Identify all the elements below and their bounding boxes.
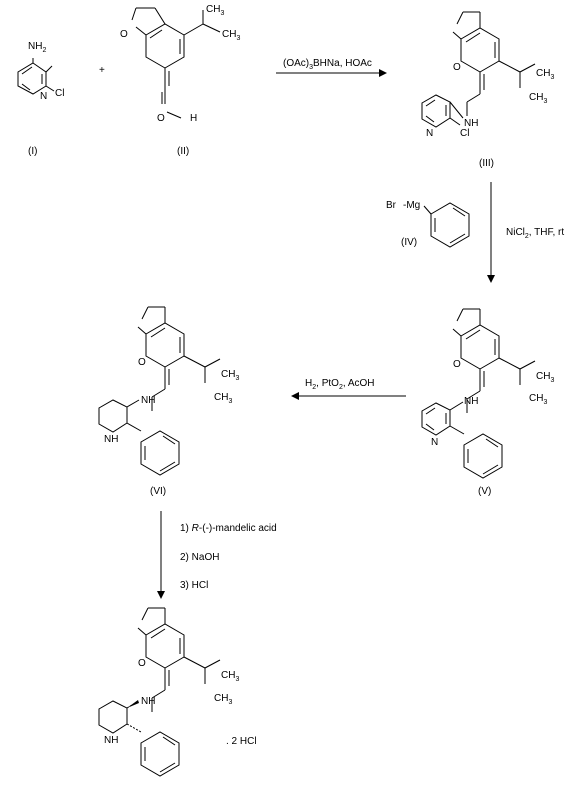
reagent-step-4-line2: 2) NaOH xyxy=(180,552,219,563)
oxygen-label-V: O xyxy=(453,359,461,370)
compound-label-II: (II) xyxy=(177,146,189,157)
nh-label-VI: NH xyxy=(141,395,155,406)
methyl-label-II-top: CH3 xyxy=(206,4,224,17)
reagent-step-4-line3: 3) HCl xyxy=(180,580,208,591)
compound-V-pyridine xyxy=(421,401,465,436)
chlorine-label-III: Cl xyxy=(460,128,469,139)
bromine-label-IV: Br xyxy=(386,200,397,211)
reagent-step-2: NiCl2, THF, rt xyxy=(506,227,564,240)
compound-label-IV: (IV) xyxy=(401,237,417,248)
mg-phenyl-bond xyxy=(423,205,432,215)
plus-sign: + xyxy=(99,65,105,76)
reagent-step-3: H2, PtO2, AcOH xyxy=(305,378,375,391)
nh-label-V: NH xyxy=(464,396,478,407)
oxygen-label-II-cho: O xyxy=(157,113,165,124)
nh-label-final: NH xyxy=(141,696,155,707)
oxygen-label-III: O xyxy=(453,62,461,73)
compound-II-structure xyxy=(131,7,221,119)
methyl-label-final-right: CH3 xyxy=(221,670,239,683)
methyl-label-III-bottom: CH3 xyxy=(529,92,547,105)
nitrogen-label-V: N xyxy=(431,437,438,448)
compound-III-fragment xyxy=(452,11,536,117)
methyl-label-V-bottom: CH3 xyxy=(529,393,547,406)
reagent-step-4-line1: 1) R-(-)-mandelic acid xyxy=(180,523,277,534)
compound-label-III: (III) xyxy=(479,158,494,169)
nh-label-VI-ring: NH xyxy=(104,434,118,445)
compound-V-phenyl xyxy=(463,433,503,479)
compound-label-VI: (VI) xyxy=(150,486,166,497)
compound-VI-piperidine xyxy=(98,399,142,433)
nitrogen-label-III: N xyxy=(426,128,433,139)
oxygen-label-final: O xyxy=(138,658,146,669)
salt-label: . 2 HCl xyxy=(226,736,257,747)
methyl-label-III-right: CH3 xyxy=(536,68,554,81)
final-product-piperidine xyxy=(98,700,142,734)
nh-label-III: NH xyxy=(464,118,478,129)
magnesium-label-IV: -Mg xyxy=(403,200,420,211)
methyl-label-II-right: CH3 xyxy=(222,29,240,42)
nh-label-final-ring: NH xyxy=(104,735,118,746)
methyl-label-VI-right: CH3 xyxy=(221,369,239,382)
oxygen-label-II: O xyxy=(120,29,128,40)
nitrogen-label-I: N xyxy=(40,91,47,102)
final-product-phenyl xyxy=(140,731,180,777)
methyl-label-VI-bottom: CH3 xyxy=(214,392,232,405)
compound-I-structure xyxy=(17,58,55,95)
amine-label-I: NH2 xyxy=(28,41,46,54)
oxygen-label-VI: O xyxy=(138,357,146,368)
compound-VI-phenyl xyxy=(140,430,180,476)
compound-IV-phenyl xyxy=(430,202,470,248)
methyl-label-final-bottom: CH3 xyxy=(214,693,232,706)
reagent-step-1: (OAc)3BHNa, HOAc xyxy=(283,58,372,71)
compound-label-I: (I) xyxy=(28,146,37,157)
compound-III-pyridine xyxy=(421,94,464,128)
chlorine-label-I: Cl xyxy=(55,88,64,99)
compound-label-V: (V) xyxy=(478,486,491,497)
hydrogen-label-II: H xyxy=(190,113,197,124)
methyl-label-V-right: CH3 xyxy=(536,371,554,384)
